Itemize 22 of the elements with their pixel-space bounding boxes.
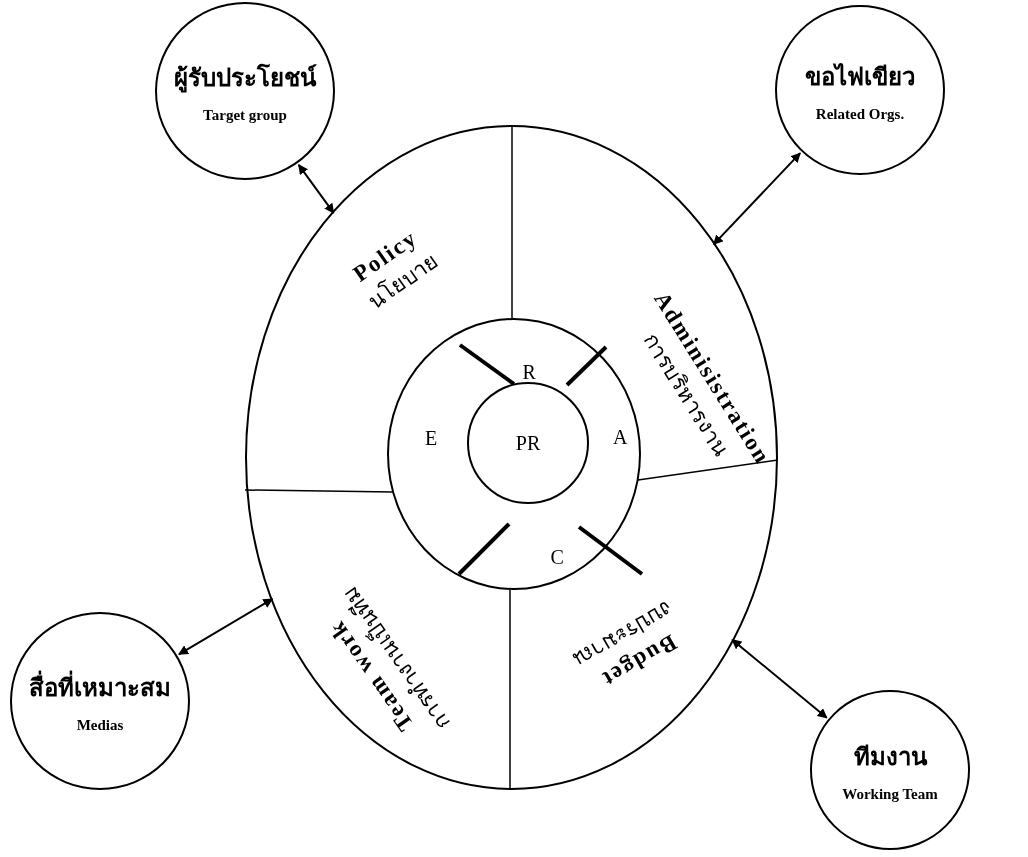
segment-label: R bbox=[522, 360, 536, 384]
thai-label: ทีมงาน bbox=[853, 743, 927, 772]
english-label: Target group bbox=[203, 107, 287, 124]
double-arrow bbox=[712, 152, 802, 246]
circle-node bbox=[10, 612, 190, 790]
thai-label: ขอไฟเขียว bbox=[805, 62, 915, 92]
thai-label: ผู้รับประโยชน์ bbox=[174, 62, 316, 95]
circle-node bbox=[155, 2, 335, 180]
center-circle bbox=[467, 382, 589, 504]
english-label: Medias bbox=[76, 717, 124, 734]
english-label: Working Team bbox=[842, 786, 938, 803]
segment-label: E bbox=[425, 426, 438, 450]
segment-label: PR bbox=[515, 431, 541, 455]
english-label: Related Orgs. bbox=[815, 106, 905, 123]
circle-node bbox=[810, 690, 970, 850]
circle-node bbox=[775, 5, 945, 175]
double-arrow bbox=[731, 638, 828, 719]
double-arrow bbox=[177, 597, 274, 656]
segment-label: C bbox=[550, 545, 564, 569]
segment-label: A bbox=[613, 425, 628, 449]
thai-label: สื่อที่เหมาะสม bbox=[29, 668, 171, 707]
double-arrow bbox=[297, 163, 335, 214]
